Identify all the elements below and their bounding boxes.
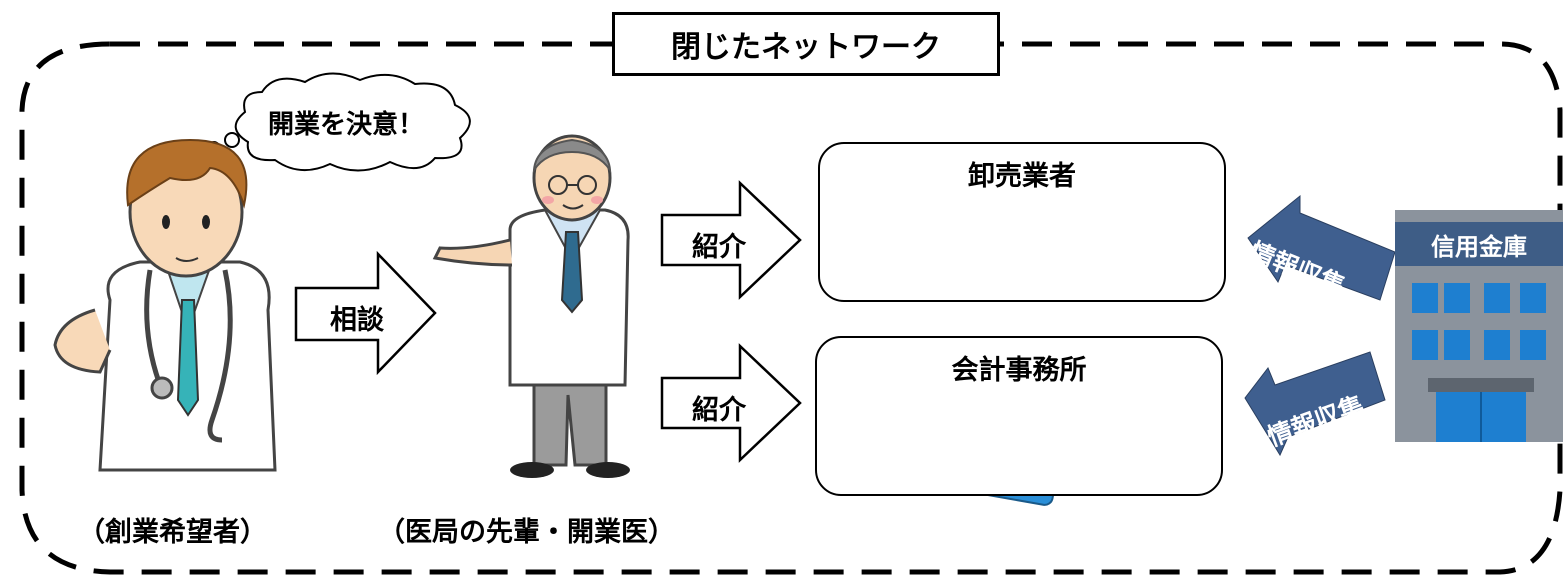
bank-name: 信用金庫 [1431, 232, 1527, 261]
introduce-arrow-wholesaler [660, 180, 802, 300]
thought-bubble-text: 開業を決意！ [268, 110, 425, 140]
network-title: 閉じたネットワーク [612, 12, 1000, 76]
consult-arrow-label: 相談 [330, 305, 384, 336]
accounting-card: 会計事務所 [815, 336, 1223, 496]
info-arrow-upper [1247, 194, 1396, 301]
senior-caption: （医局の先輩・開業医） [378, 517, 675, 548]
senior-doctor-illustration [432, 134, 630, 478]
wholesaler-card: 卸売業者 [818, 142, 1226, 302]
introduce-arrow-accounting-label: 紹介 [692, 395, 746, 426]
introduce-arrow-accounting [660, 343, 802, 463]
wholesaler-card-title: 卸売業者 [968, 161, 1076, 192]
applicant-doctor-illustration [53, 138, 277, 472]
bank-building-icon [1395, 210, 1563, 442]
accounting-card-title: 会計事務所 [951, 355, 1087, 386]
introduce-arrow-wholesaler-label: 紹介 [692, 232, 746, 263]
consult-arrow [294, 250, 437, 376]
applicant-caption: （創業希望者） [78, 517, 267, 548]
network-boundary [19, 41, 1563, 575]
info-arrow-lower [1244, 351, 1386, 457]
